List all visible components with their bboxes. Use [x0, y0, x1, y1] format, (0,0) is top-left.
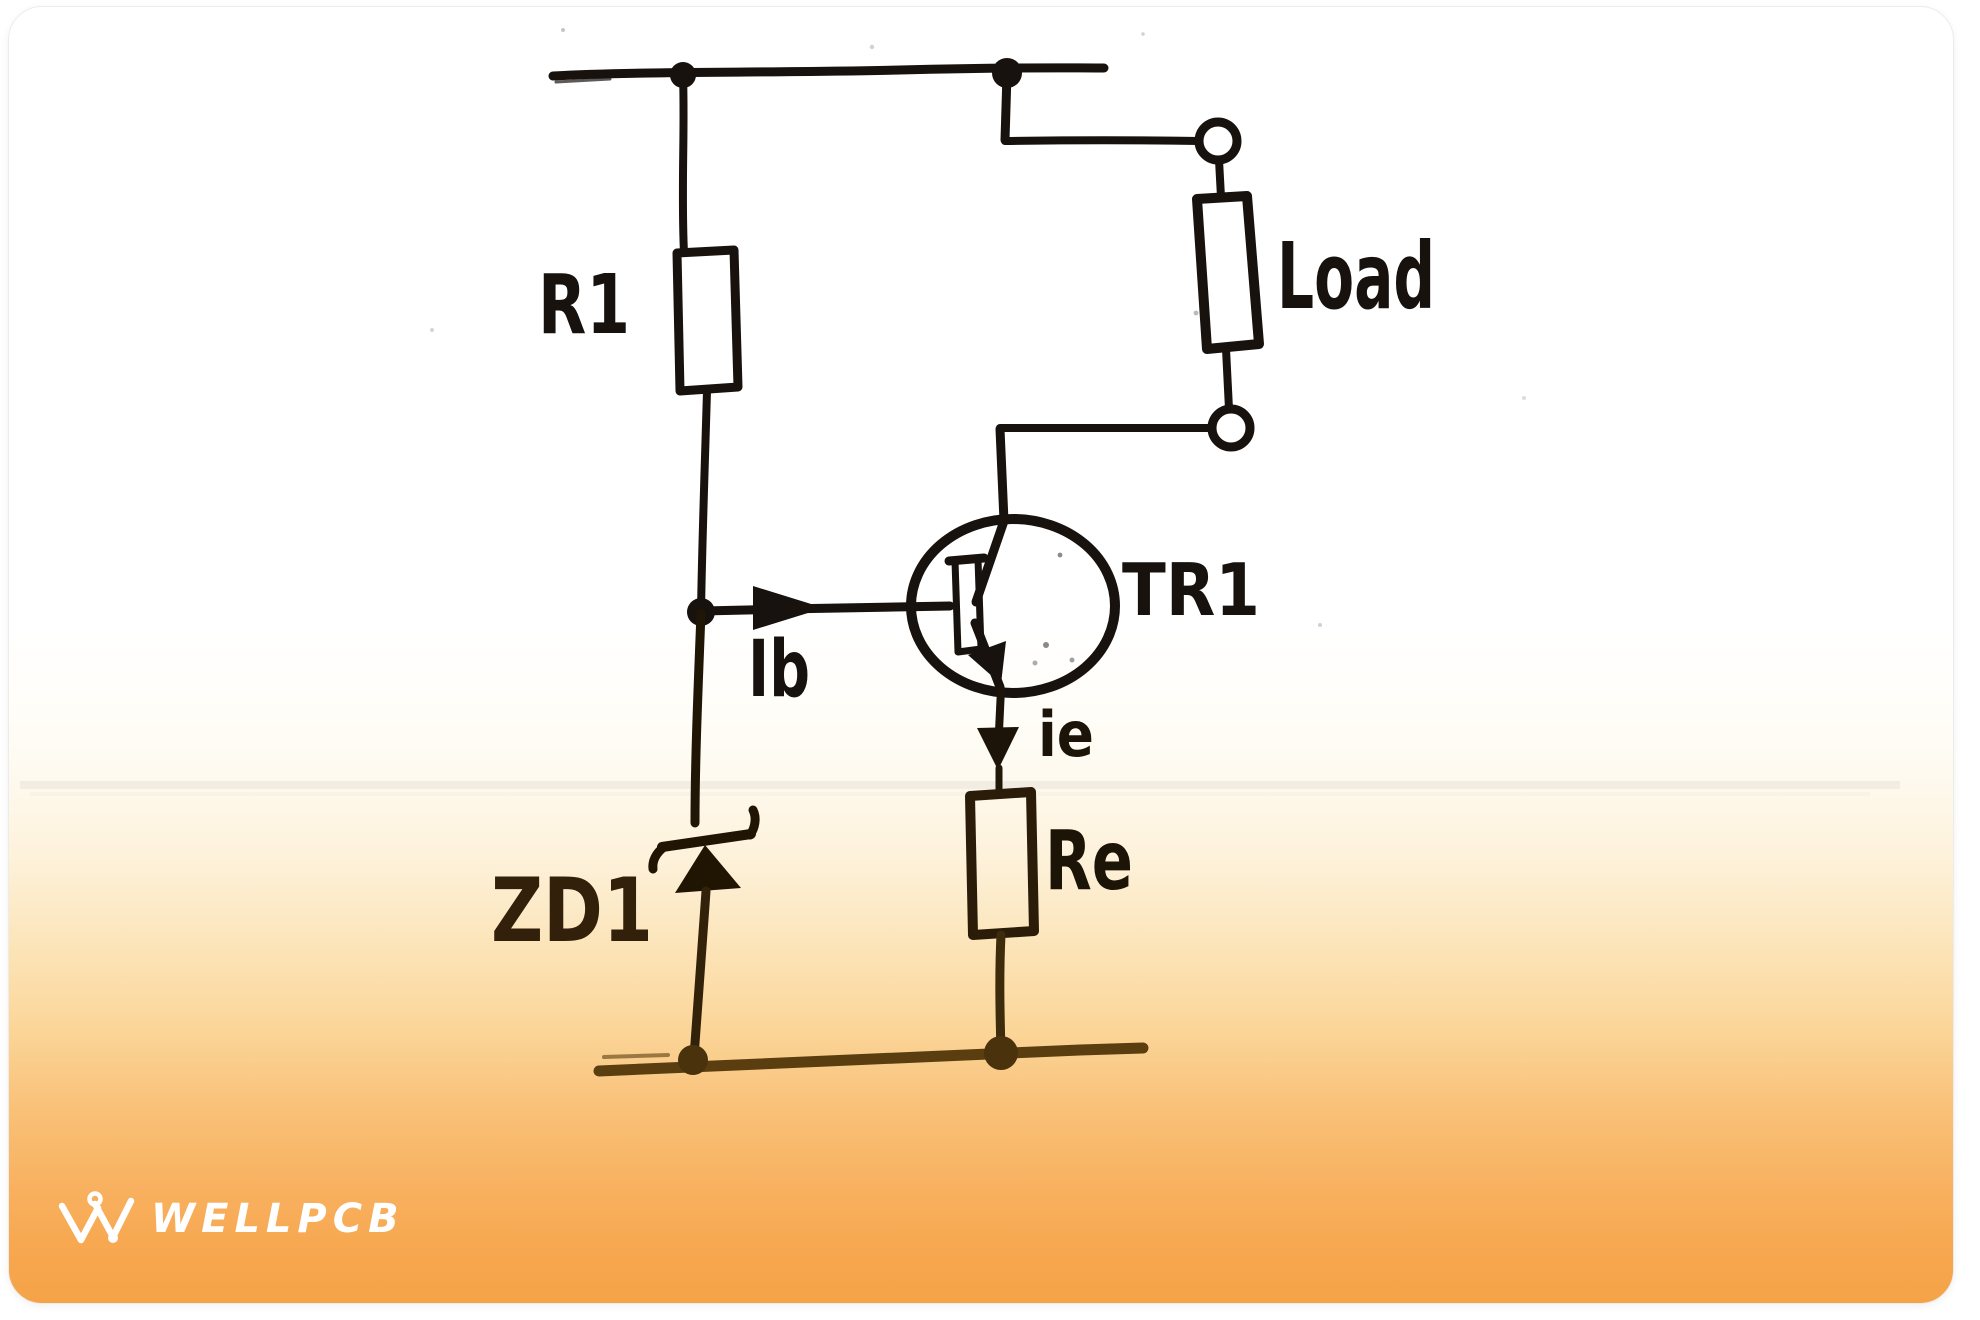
ground-rail-wire [593, 1042, 1149, 1077]
wellpcb-logo-text: WELLPCB [151, 1196, 405, 1242]
wellpcb-logo: WELLPCB [55, 1188, 405, 1250]
power-rail-wire [548, 63, 1109, 84]
terminal-circle-top [1194, 117, 1242, 165]
scan-artifact-line [20, 781, 1900, 796]
label-zd1: ZD1 [491, 859, 653, 962]
label-ie: ie [1038, 698, 1094, 771]
junction-dot-ground-left [678, 1045, 708, 1075]
transistor-tr1-symbol [906, 424, 1120, 698]
wellpcb-logo-icon [58, 1191, 135, 1244]
junction-dot-ground-right [984, 1036, 1018, 1070]
emitter-current-arrow [977, 685, 1019, 798]
label-tr1: TR1 [1122, 548, 1260, 632]
zener-zd1-symbol [648, 608, 760, 1062]
label-re: Re [1045, 814, 1133, 909]
resistor-re-symbol [965, 787, 1039, 1057]
label-ib: Ib [748, 625, 810, 715]
load-resistor-symbol [996, 69, 1264, 452]
resistor-r1-symbol [672, 72, 743, 616]
base-current-arrow [698, 586, 955, 630]
label-load: Load [1277, 223, 1435, 330]
terminal-circle-bottom [1207, 404, 1255, 452]
paper-speckles [430, 28, 1526, 627]
label-r1: R1 [538, 258, 630, 353]
